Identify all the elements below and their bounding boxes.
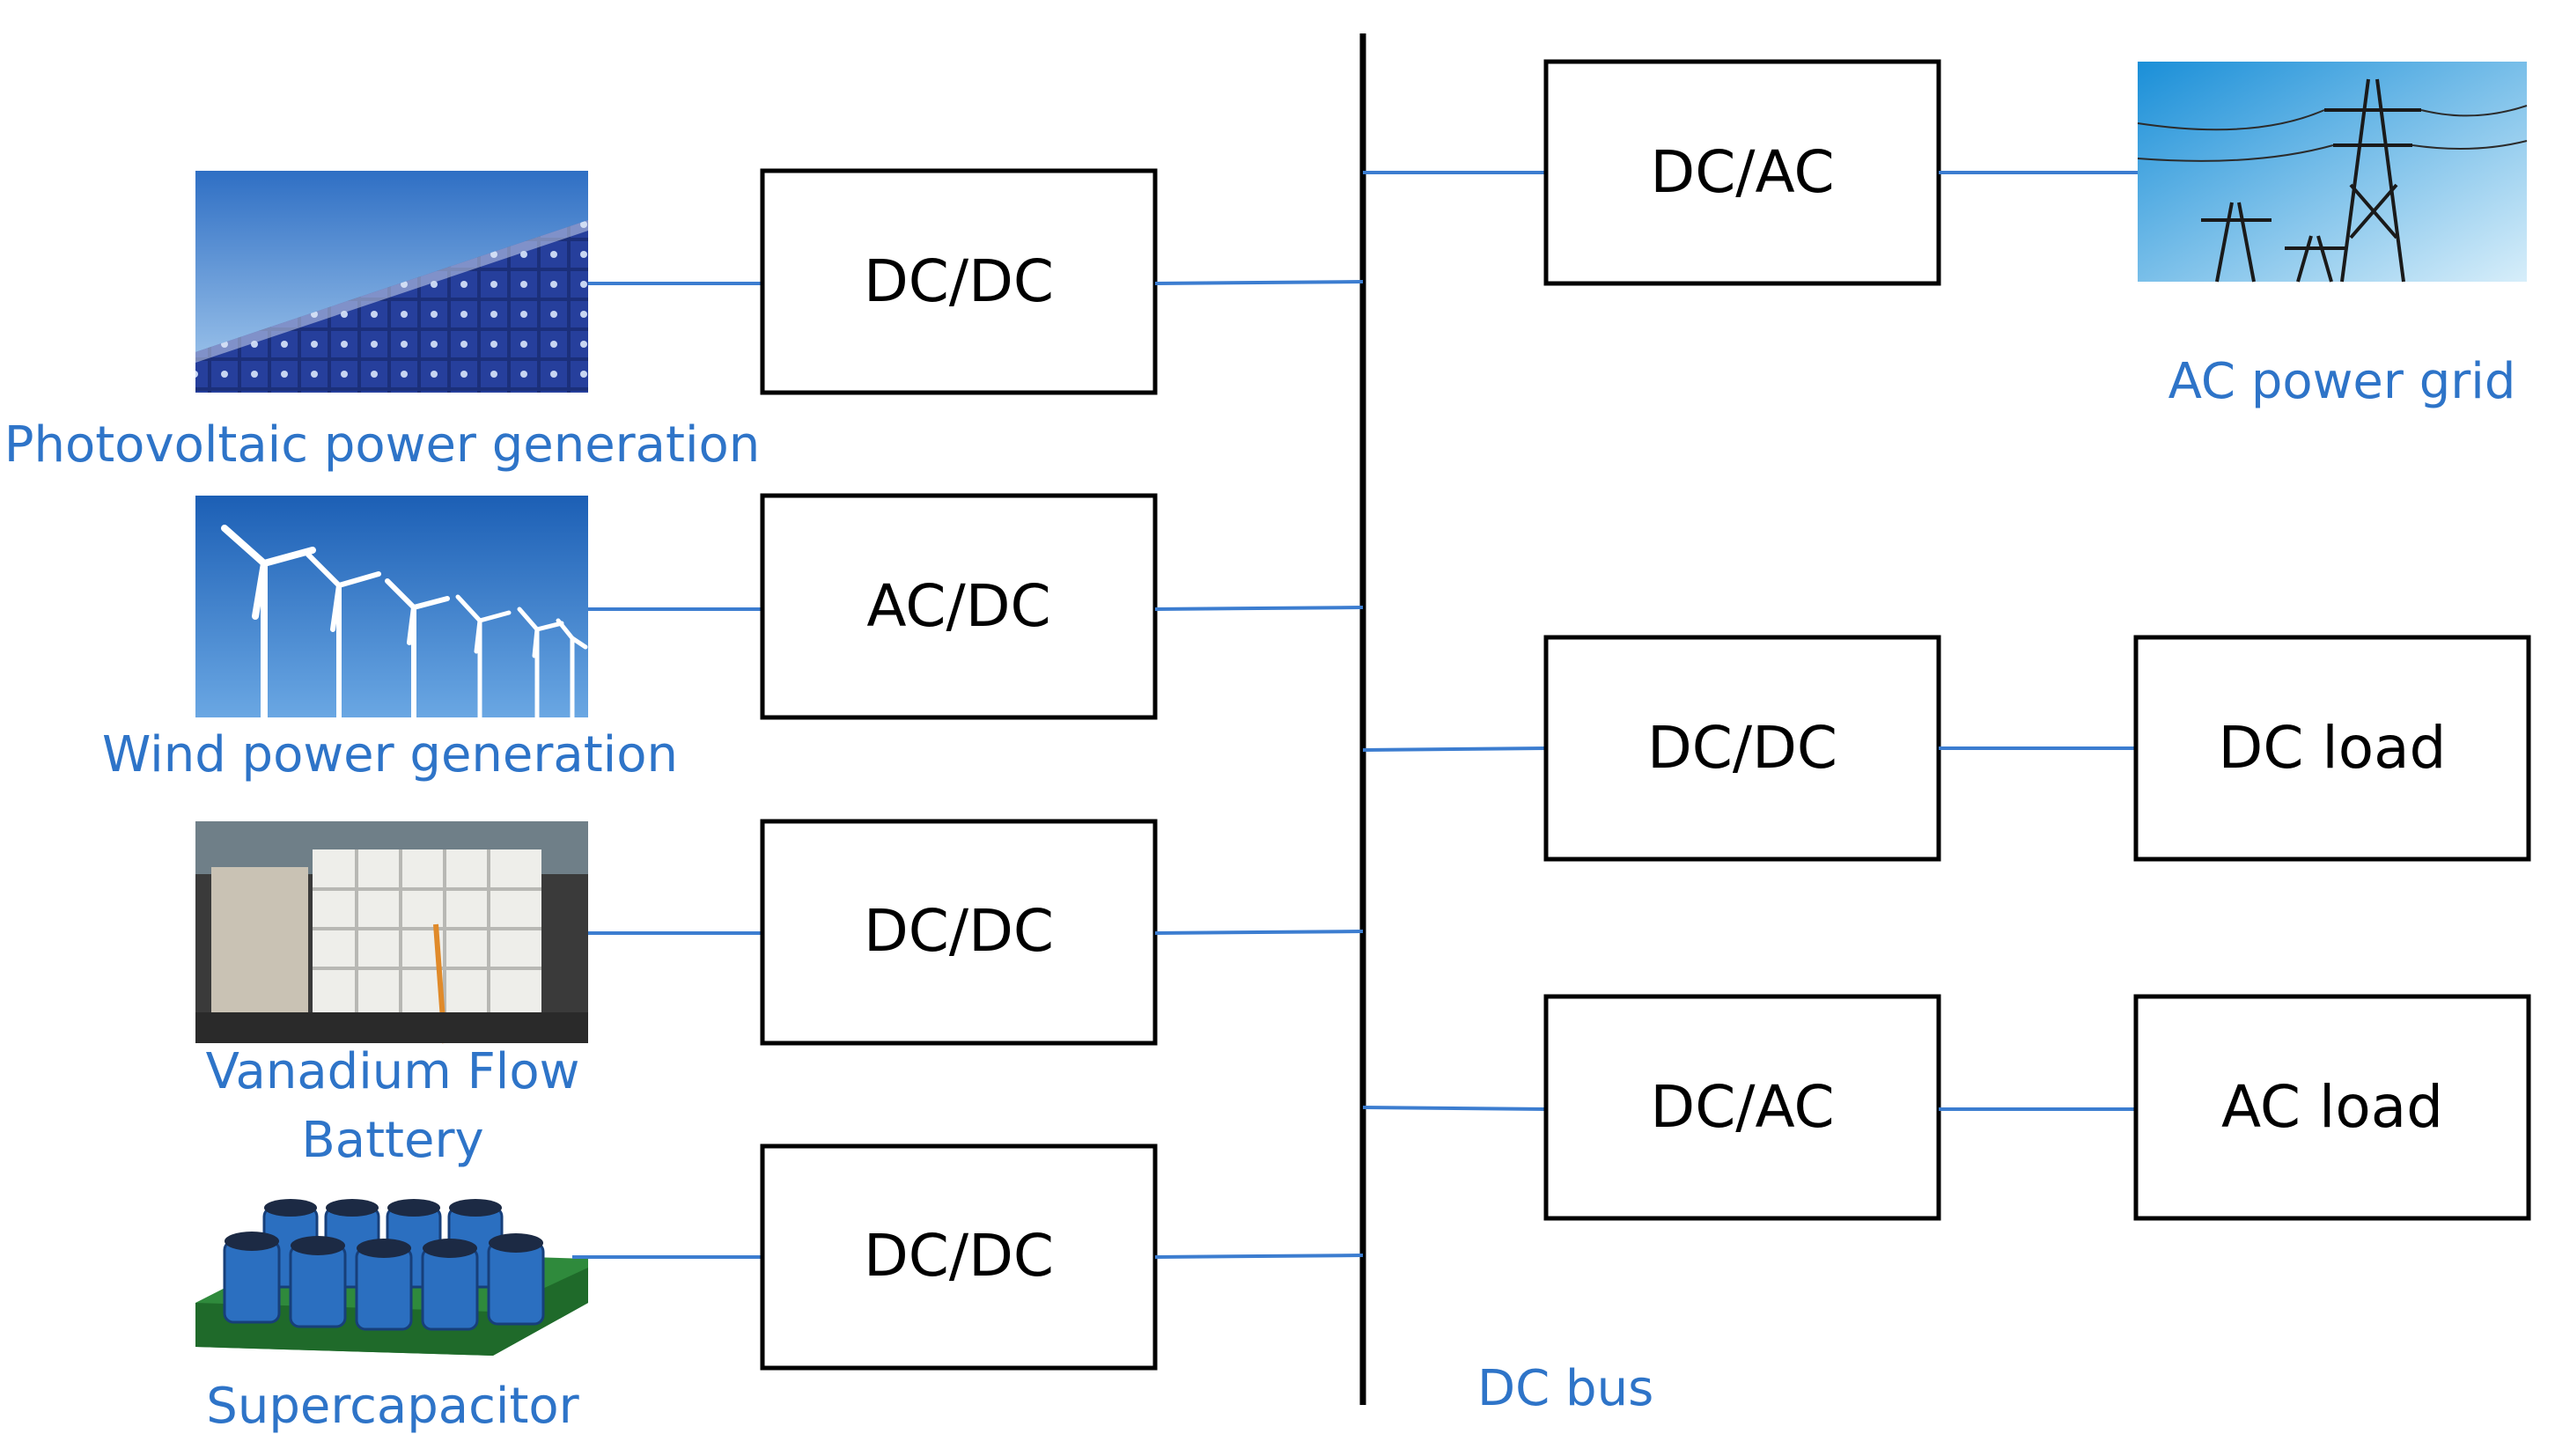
wind-turbine-image [195, 496, 588, 721]
source-label-battery-line1: Vanadium Flow [206, 1043, 580, 1100]
converter-label-wind: AC/DC [866, 572, 1050, 640]
dc-load-box [2133, 635, 2531, 862]
converter-label-grid: DC/AC [1650, 138, 1834, 206]
source-label-wind: Wind power generation [102, 726, 678, 783]
wire-pv-to-bus [1154, 280, 1364, 285]
wire-wind-to-bus [1154, 606, 1364, 611]
converter-label-dc-load: DC/DC [1647, 714, 1837, 782]
converter-box-pv [760, 168, 1158, 395]
converter-box-wind [760, 493, 1158, 720]
supercapacitor-image [195, 1199, 588, 1356]
converter-box-ac-load [1543, 994, 1941, 1221]
wire-battery-to-bus [1154, 930, 1364, 935]
dc-bus-label: DC bus [1477, 1360, 1653, 1417]
ac-load-box [2133, 994, 2531, 1221]
converter-label-pv: DC/DC [864, 247, 1054, 315]
wire-bus-to-ac-load-converter [1362, 1106, 1547, 1111]
wire-supercap-to-bus [1154, 1254, 1364, 1259]
converter-box-dc-load [1543, 635, 1941, 862]
converter-label-ac-load: DC/AC [1650, 1073, 1834, 1141]
source-label-battery-line2: Battery [301, 1112, 483, 1169]
converter-box-battery [760, 819, 1158, 1046]
converter-box-grid [1543, 59, 1941, 286]
converter-label-battery: DC/DC [864, 897, 1054, 965]
source-label-supercap: Supercapacitor [206, 1378, 579, 1435]
solar-panel-image [195, 171, 588, 393]
wire-bus-to-dc-load-converter [1362, 746, 1547, 752]
dc-load-label: DC load [2219, 714, 2447, 782]
source-label-pv: Photovoltaic power generation [4, 416, 761, 474]
converter-label-supercap: DC/DC [864, 1222, 1054, 1290]
ac-load-label: AC load [2221, 1073, 2443, 1141]
converter-box-supercap [760, 1143, 1158, 1371]
power-grid-image [2137, 62, 2528, 283]
flow-battery-image [195, 821, 588, 1044]
grid-label: AC power grid [2168, 353, 2516, 410]
